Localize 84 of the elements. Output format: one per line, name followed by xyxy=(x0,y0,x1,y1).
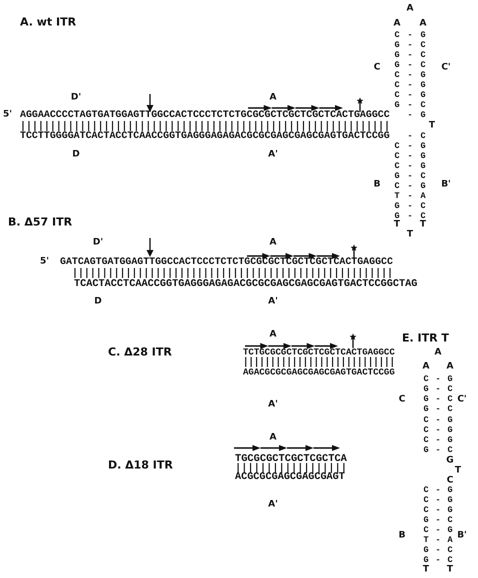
dna-sequence: TGCGCGCTCGCTCGCTCA xyxy=(235,454,347,464)
region-label: C xyxy=(374,64,380,72)
base-pair: - C xyxy=(407,132,427,140)
base-pair: G - C xyxy=(394,202,427,210)
region-label: A xyxy=(270,238,276,248)
region-label: T xyxy=(394,220,400,230)
dna-sequence: GATCAGTGATGGAGTTGGCCACTCCCTCTCTGCGCGCTCGCTCGCTCACTGAGGCC xyxy=(60,257,393,267)
base-pair: G - C xyxy=(394,40,427,50)
region-label: D xyxy=(94,298,102,306)
strand-end-label: 5' xyxy=(40,258,50,266)
base-pair: C - G xyxy=(423,426,454,434)
base-pair: G - C xyxy=(423,394,454,404)
base-pair: C - G xyxy=(394,142,427,150)
base-pair: C - G xyxy=(394,90,427,100)
panel-title: C. Δ28 ITR xyxy=(108,346,172,358)
dna-sequence: TCTGCGCGCTCGCTCGCTCACTGAGGCC xyxy=(243,347,395,357)
dna-sequence: ACGCGCGAGCGAGCGAGT xyxy=(235,472,345,484)
region-label: A' xyxy=(268,400,278,410)
region-label: T xyxy=(428,122,436,130)
region-label: C' xyxy=(441,64,451,72)
base-pair: C - G xyxy=(394,152,427,160)
base-pair: C - G xyxy=(394,162,427,170)
panel-title: B. Δ57 ITR xyxy=(8,216,72,228)
region-label: T xyxy=(420,220,426,230)
base-pair: G - C xyxy=(423,384,454,394)
region-label: C xyxy=(446,476,454,486)
region-label: B' xyxy=(441,180,451,190)
base-pair: G - C xyxy=(423,516,454,524)
panel-title: A. wt ITR xyxy=(20,16,76,28)
base-pair: G - C xyxy=(394,172,427,180)
base-pair: C - G xyxy=(394,70,427,80)
dna-sequence: AGACGCGCGAGCGAGCGAGTGACTCCGG xyxy=(243,367,395,377)
region-label: A xyxy=(394,20,400,28)
region-label: D' xyxy=(70,94,82,102)
strand-end-label: 5' xyxy=(3,110,12,120)
base-pair: G - C xyxy=(423,404,454,414)
region-label: A xyxy=(270,434,276,442)
dna-sequence: AGGAACCCCTAGTGATGGAGTTGGCCACTCCCTCTCTGCGCGCTCGCTCGCTCACTGAGGCC xyxy=(20,110,390,120)
base-pair: C - G xyxy=(423,506,454,514)
base-pair: C - G xyxy=(423,496,454,504)
base-pair: C - G xyxy=(423,374,454,384)
dna-sequence: TCCTTGGGGATCACTACCTCAACCGGTGAGGGAGAGACGCGCGAGCGAGCGAGTGACTCCGG xyxy=(20,131,390,141)
base-pair: C - G xyxy=(394,80,427,90)
region-label: T xyxy=(422,566,430,574)
region-label: T xyxy=(406,230,414,240)
region-label: D xyxy=(72,150,80,160)
region-label: A' xyxy=(268,298,278,306)
base-pair: C - G xyxy=(394,30,427,40)
base-pair: G - C xyxy=(394,50,427,60)
region-label: A xyxy=(434,348,442,358)
region-label: C' xyxy=(457,396,467,404)
base-pair: G - C xyxy=(394,212,427,220)
region-label: A xyxy=(270,330,276,340)
panel-title: E. ITR T xyxy=(402,332,449,344)
base-pair: G - C xyxy=(423,546,454,554)
base-pair: G - C xyxy=(394,100,427,110)
base-pair: G - C xyxy=(423,446,454,454)
base-pair: G - C xyxy=(423,556,454,564)
region-label: C xyxy=(398,396,406,404)
base-pair: C - G xyxy=(423,436,454,444)
region-label: A xyxy=(420,20,426,28)
dna-sequence: TCACTACCTCAACCGGTGAGGGAGAGACGCGCGAGCGAGCGAGTGACTCCGGCTAG xyxy=(74,278,418,290)
base-pair: C - G xyxy=(394,182,427,190)
region-label: D' xyxy=(92,238,104,248)
base-pair: G - C xyxy=(394,60,427,70)
base-pair: T - A xyxy=(394,192,427,200)
region-label: A xyxy=(270,94,276,102)
region-label: T xyxy=(446,566,454,574)
region-label: A' xyxy=(268,500,278,510)
base-pair: C - G xyxy=(423,486,454,494)
base-pair: C - G xyxy=(423,416,454,424)
region-label: B' xyxy=(457,532,467,540)
region-label: B xyxy=(374,180,380,190)
region-label: A xyxy=(422,362,430,372)
base-pair: T - A xyxy=(423,536,454,544)
region-label: A xyxy=(446,362,454,372)
region-label: A' xyxy=(268,150,278,160)
panel-title: D. Δ18 ITR xyxy=(108,460,173,470)
base-pair: C - G xyxy=(423,526,454,534)
region-label: B xyxy=(398,532,406,540)
region-label: A xyxy=(406,4,414,14)
base-pair: - G xyxy=(407,110,427,120)
region-label: T xyxy=(454,466,462,476)
region-label: G xyxy=(446,456,454,466)
